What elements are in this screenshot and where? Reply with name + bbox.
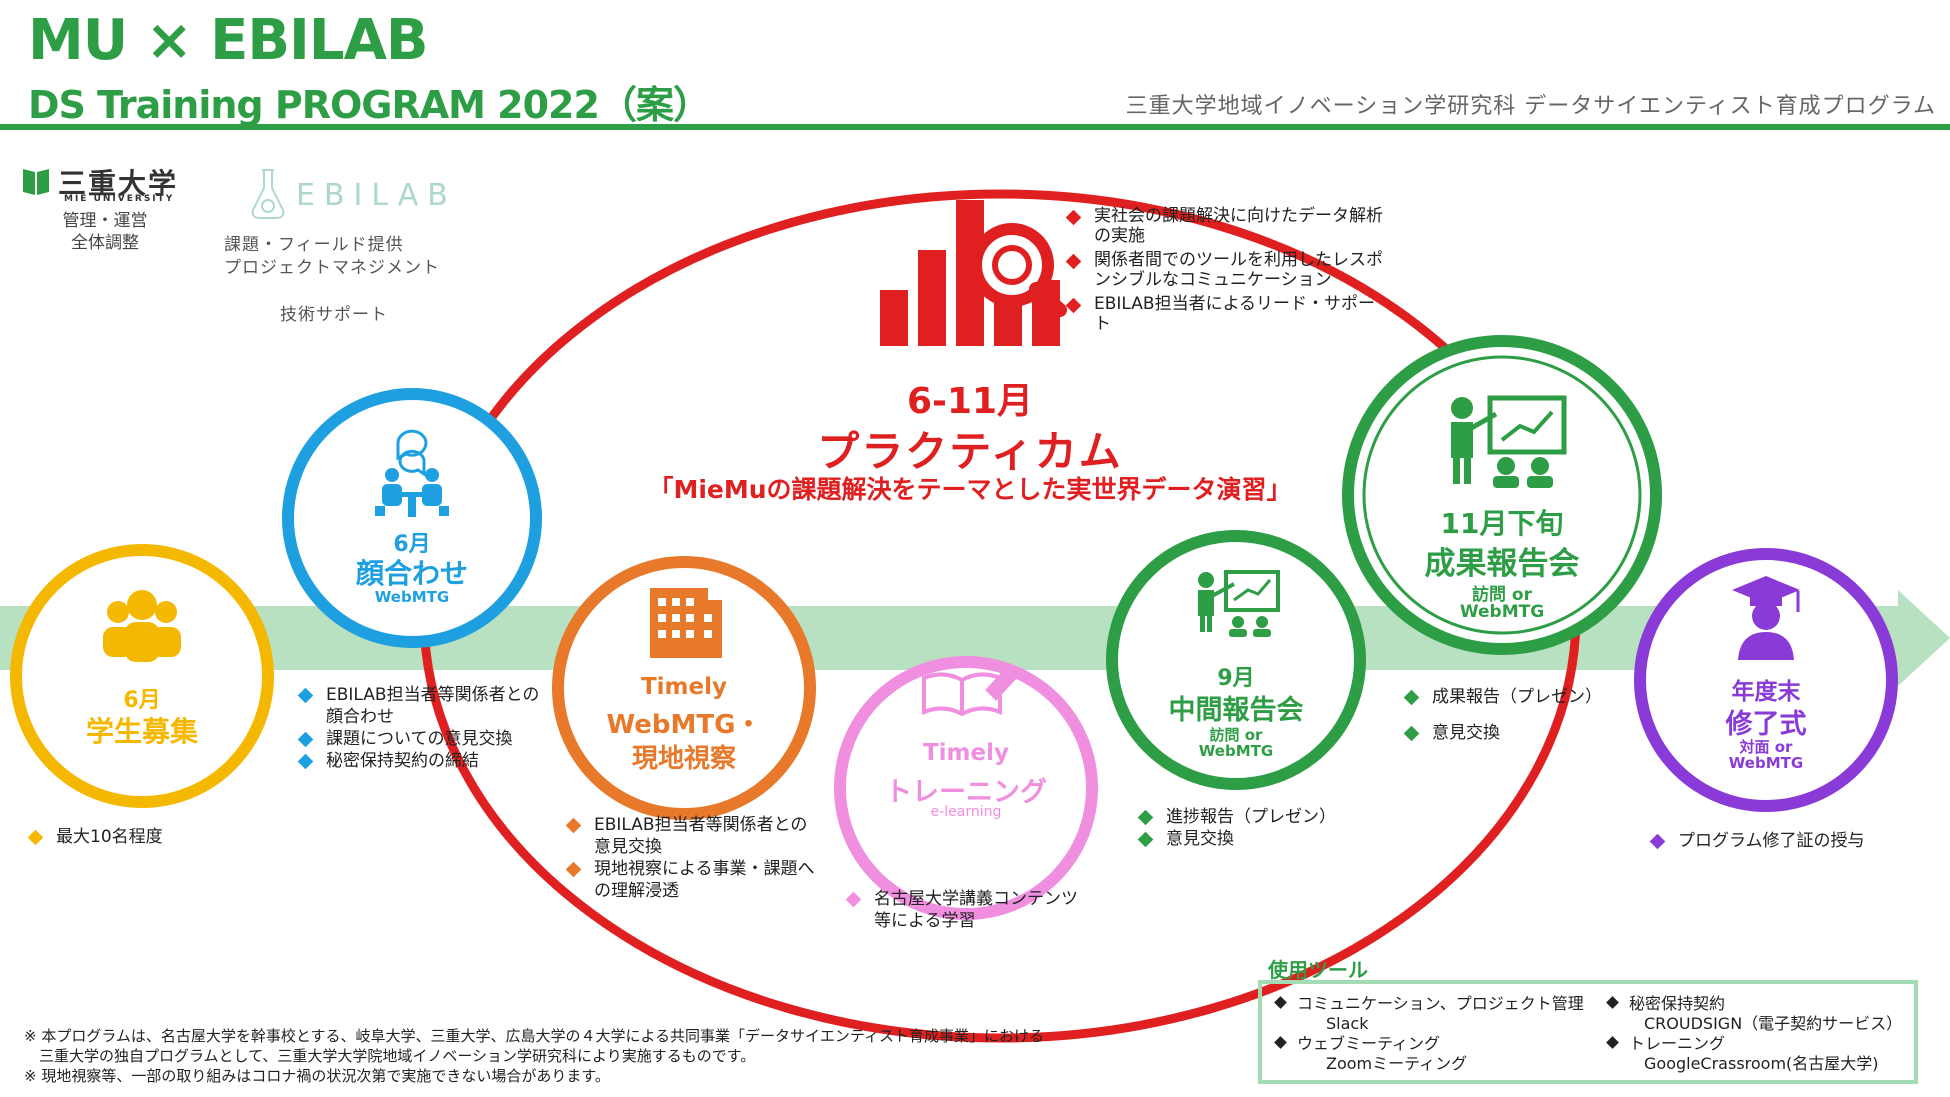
list-item: 秘密保持契約の締結	[297, 750, 548, 772]
tool-detail: CROUDSIGN（電子契約サービス）	[1644, 1014, 1903, 1033]
list-item: EBILAB担当者によるリード・サポート	[1065, 294, 1392, 334]
graduation-timing: 年度末	[1731, 679, 1801, 705]
training-mode: e-learning	[930, 804, 1002, 820]
graduation-mode-line1: 対面 or	[1739, 738, 1793, 756]
presentation-icon	[1198, 570, 1280, 637]
training-circle	[834, 656, 1098, 920]
visit-circle	[552, 556, 816, 820]
final-mode-line2: WebMTG	[1459, 602, 1545, 622]
list-item: 名古屋大学講義コンテンツ等による学習	[845, 888, 1086, 932]
list-item: EBILAB担当者等関係者との意見交換	[565, 814, 818, 858]
tool-item: コミュニケーション、プロジェクト管理	[1274, 994, 1584, 1014]
ebilab-role: 課題・フィールド提供 プロジェクトマネジメント	[224, 235, 440, 278]
mie-logo-en: MIE UNIVERSITY	[64, 194, 175, 204]
program-subtitle: DS Training PROGRAM 2022（案）	[28, 83, 711, 127]
building-icon	[650, 588, 722, 658]
book-pen-icon	[922, 663, 1021, 717]
graduate-icon	[1732, 576, 1800, 660]
training-timing: Timely	[922, 740, 1009, 766]
practicum-bullets: 実社会の課題解決に向けたデータ解析の実施 関係者間でのツールを利用したレスポンシ…	[1065, 206, 1392, 334]
list-item: 意見交換	[1403, 718, 1634, 748]
graduation-circle	[1634, 548, 1898, 812]
timeline-arrow-head	[1898, 590, 1950, 686]
mie-university-logo: 三重大学 MIE UNIVERSITY	[22, 164, 192, 204]
list-item: 実社会の課題解決に向けたデータ解析の実施	[1065, 206, 1392, 246]
tool-detail: GoogleCrassroom(名古屋大学)	[1644, 1054, 1879, 1073]
recruit-title: 学生募集	[85, 715, 198, 748]
header-divider	[0, 124, 1950, 130]
list-item: 課題についての意見交換	[297, 728, 548, 750]
recruit-bullets: 最大10名程度	[27, 826, 248, 848]
tool-detail: Zoomミーティング	[1326, 1054, 1468, 1073]
list-item: 関係者間でのツールを利用したレスポンシブルなコミュニケーション	[1065, 250, 1392, 290]
chart-search-icon	[880, 200, 1067, 346]
footnote: ※ 本プログラムは、名古屋大学を幹事校とする、岐阜大学、三重大学、広島大学の４大…	[24, 1027, 1044, 1085]
program-description: 三重大学地域イノベーション学研究科 データサイエンティスト育成プログラム	[1125, 94, 1936, 119]
list-item: 成果報告（プレゼン）	[1403, 682, 1634, 712]
visit-timing: Timely	[640, 674, 727, 700]
list-item: 進捗報告（プレゼン）	[1137, 806, 1338, 828]
recruit-month: 6月	[123, 688, 161, 713]
practicum-period: 6-11月	[906, 381, 1034, 422]
list-item: 意見交換	[1137, 828, 1338, 850]
tool-item: ウェブミーティング	[1274, 1034, 1440, 1054]
final-circle-inner	[1362, 355, 1642, 635]
midterm-bullets: 進捗報告（プレゼン） 意見交換	[1137, 806, 1338, 850]
ebilab-logo-text: EBILAB	[296, 178, 457, 213]
training-bullets: 名古屋大学講義コンテンツ等による学習	[845, 888, 1086, 932]
program-title: MU × EBILAB	[28, 8, 429, 73]
flask-icon	[251, 169, 285, 219]
presentation-icon	[1451, 395, 1567, 488]
list-item: プログラム修了証の授与	[1649, 830, 1900, 852]
meeting-icon	[375, 429, 449, 517]
final-month: 11月下旬	[1440, 507, 1564, 540]
meeting-mode: WebMTG	[374, 588, 450, 606]
final-mode-line1: 訪問 or	[1472, 585, 1532, 605]
training-title: トレーニング	[885, 777, 1047, 808]
meeting-circle	[282, 388, 542, 648]
midterm-circle	[1106, 530, 1366, 790]
midterm-mode-line2: WebMTG	[1198, 742, 1274, 760]
list-item: 最大10名程度	[27, 826, 248, 848]
list-item: EBILAB担当者等関係者との顔合わせ	[297, 684, 548, 728]
tool-item: トレーニング	[1606, 1034, 1725, 1054]
graduation-mode-line2: WebMTG	[1728, 754, 1804, 772]
recruit-circle	[10, 544, 274, 808]
practicum-title: プラクティカム	[817, 427, 1123, 476]
visit-bullets: EBILAB担当者等関係者との意見交換 現地視察による事業・課題への理解浸透	[565, 814, 818, 902]
meeting-title: 顔合わせ	[355, 557, 468, 590]
mie-logo-text: 三重大学	[58, 167, 179, 200]
midterm-month: 9月	[1217, 666, 1255, 691]
book-logo-icon	[23, 169, 49, 195]
tool-item: 秘密保持契約	[1606, 994, 1725, 1014]
meeting-bullets: EBILAB担当者等関係者との顔合わせ 課題についての意見交換 秘密保持契約の締…	[297, 684, 548, 772]
visit-mode: WebMTG・	[606, 710, 762, 740]
tools-box: コミュニケーション、プロジェクト管理 Slack ウェブミーティング Zoomミ…	[1258, 980, 1918, 1084]
final-bullets: 成果報告（プレゼン） 意見交換	[1403, 682, 1634, 748]
midterm-title: 中間報告会	[1168, 695, 1304, 726]
midterm-mode-line1: 訪問 or	[1209, 726, 1263, 744]
practicum-subtitle: 「MieMuの課題解決をテーマとした実世界データ演習」	[648, 475, 1292, 504]
ebilab-support: 技術サポート	[280, 305, 388, 325]
graduation-bullets: プログラム修了証の授与	[1649, 830, 1900, 852]
tool-detail: Slack	[1326, 1014, 1369, 1033]
meeting-month: 6月	[393, 532, 431, 557]
graduation-title: 修了式	[1725, 709, 1807, 740]
people-group-icon	[103, 590, 181, 662]
list-item: 現地視察による事業・課題への理解浸透	[565, 858, 818, 902]
mie-role: 管理・運営 全体調整	[62, 211, 148, 253]
visit-title: 現地視察	[631, 744, 736, 774]
tools-heading: 使用ツール	[1268, 958, 1368, 982]
final-title: 成果報告会	[1424, 546, 1580, 582]
